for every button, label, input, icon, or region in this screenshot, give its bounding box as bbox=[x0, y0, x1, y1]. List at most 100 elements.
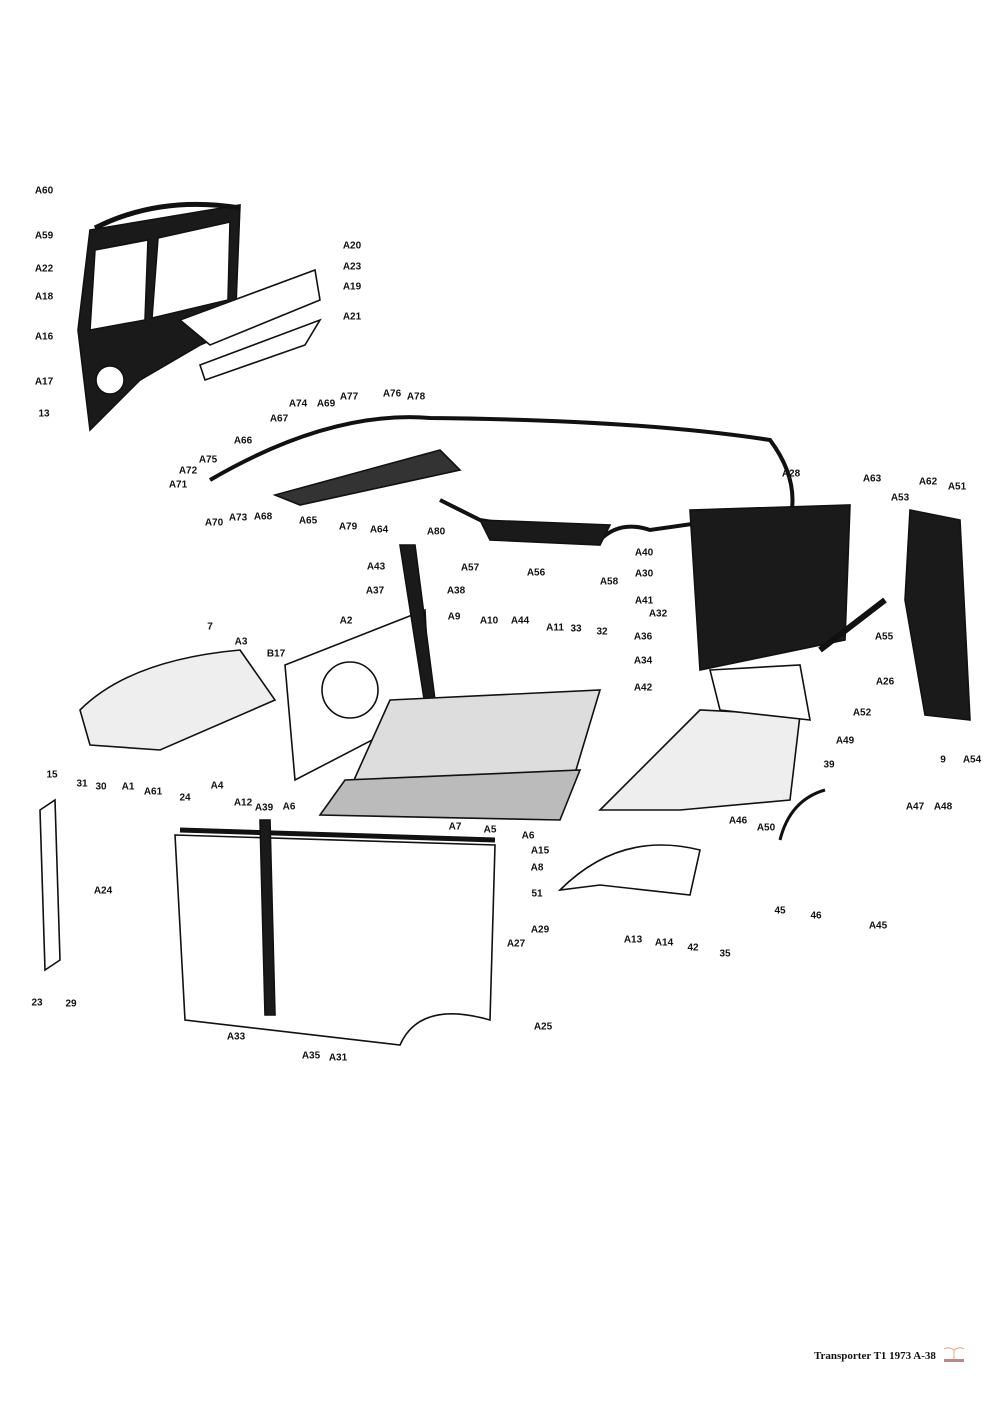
part-label: A1 bbox=[121, 781, 135, 793]
part-label: A30 bbox=[634, 568, 654, 580]
part-label: A48 bbox=[933, 801, 953, 813]
part-label: A36 bbox=[633, 631, 653, 643]
part-label: A42 bbox=[633, 682, 653, 694]
part-label: A2 bbox=[339, 615, 353, 627]
part-label: 23 bbox=[31, 997, 43, 1009]
roof-rear-strip bbox=[478, 519, 612, 546]
cab-floor-a1 bbox=[79, 649, 277, 751]
part-label: A12 bbox=[233, 797, 253, 809]
part-label: A25 bbox=[533, 1021, 553, 1033]
part-label: A71 bbox=[168, 479, 188, 491]
part-label: 39 bbox=[823, 759, 835, 771]
part-label: A21 bbox=[342, 311, 362, 323]
part-label: A53 bbox=[890, 492, 910, 504]
part-label: 13 bbox=[38, 408, 50, 420]
part-label: A80 bbox=[426, 526, 446, 538]
part-label: 32 bbox=[596, 626, 608, 638]
part-label: A23 bbox=[342, 261, 362, 273]
part-label: A37 bbox=[365, 585, 385, 597]
part-label: 45 bbox=[774, 905, 786, 917]
part-label: A77 bbox=[339, 391, 359, 403]
part-label: 9 bbox=[940, 754, 946, 766]
wheel-arch-a14 bbox=[557, 844, 701, 896]
part-label: A72 bbox=[178, 465, 198, 477]
part-label: A24 bbox=[93, 885, 113, 897]
part-label: A19 bbox=[342, 281, 362, 293]
part-label: A79 bbox=[338, 521, 358, 533]
part-label: A69 bbox=[316, 398, 336, 410]
roof-front-a60 bbox=[93, 201, 241, 231]
part-label: B17 bbox=[266, 648, 286, 660]
part-label: 35 bbox=[719, 948, 731, 960]
part-label: A57 bbox=[460, 562, 480, 574]
part-label: 30 bbox=[95, 781, 107, 793]
part-label: A49 bbox=[835, 735, 855, 747]
part-label: A18 bbox=[34, 291, 54, 303]
part-label: A14 bbox=[654, 937, 674, 949]
part-label: A58 bbox=[599, 576, 619, 588]
part-label: A65 bbox=[298, 515, 318, 527]
part-label: 33 bbox=[570, 623, 582, 635]
part-label: A78 bbox=[406, 391, 426, 403]
part-label: 31 bbox=[76, 778, 88, 790]
part-label: A73 bbox=[228, 512, 248, 524]
rear-sill-a63 bbox=[818, 597, 887, 653]
windshield-left bbox=[89, 239, 149, 331]
rear-floor-a50 bbox=[598, 709, 801, 811]
part-label: A32 bbox=[648, 608, 668, 620]
part-label: A5 bbox=[483, 824, 497, 836]
page-caption: Transporter T1 1973 A-38 bbox=[814, 1350, 936, 1362]
part-label: A29 bbox=[530, 924, 550, 936]
part-label: A9 bbox=[447, 611, 461, 623]
side-panel-a25 bbox=[174, 834, 496, 1046]
rear-panel-a28 bbox=[689, 504, 851, 671]
part-label: A16 bbox=[34, 331, 54, 343]
part-label: A75 bbox=[198, 454, 218, 466]
engine-lid-a49 bbox=[708, 664, 811, 721]
part-label: A10 bbox=[479, 615, 499, 627]
part-label: A59 bbox=[34, 230, 54, 242]
part-label: A13 bbox=[623, 934, 643, 946]
part-label: A33 bbox=[226, 1031, 246, 1043]
part-label: A28 bbox=[781, 468, 801, 480]
part-label: A22 bbox=[34, 263, 54, 275]
partition-hole bbox=[321, 661, 379, 719]
part-label: A4 bbox=[210, 780, 224, 792]
rear-arch-45 bbox=[778, 788, 826, 841]
part-label: A55 bbox=[874, 631, 894, 643]
front-side-a24 bbox=[39, 798, 61, 972]
part-label: A15 bbox=[530, 845, 550, 857]
part-label: A8 bbox=[530, 862, 544, 874]
headlight-a17 bbox=[95, 365, 125, 395]
dash-tray-a21 bbox=[198, 318, 322, 382]
part-label: 42 bbox=[687, 942, 699, 954]
roof-vent-a64 bbox=[272, 449, 462, 506]
part-label: A64 bbox=[369, 524, 389, 536]
pillar-a39 bbox=[259, 819, 276, 1016]
part-label: A68 bbox=[253, 511, 273, 523]
cargo-floor-a9 bbox=[318, 769, 582, 821]
side-rail-a8 bbox=[179, 827, 496, 843]
part-label: A27 bbox=[506, 938, 526, 950]
part-label: A51 bbox=[947, 481, 967, 493]
rear-corner-a51 bbox=[904, 509, 971, 721]
part-label: A34 bbox=[633, 655, 653, 667]
part-label: 46 bbox=[810, 910, 822, 922]
part-label: A26 bbox=[875, 676, 895, 688]
part-label: A56 bbox=[526, 567, 546, 579]
part-label: A61 bbox=[143, 786, 163, 798]
part-label: A46 bbox=[728, 815, 748, 827]
part-label: A31 bbox=[328, 1052, 348, 1064]
publisher-logo bbox=[943, 1347, 965, 1362]
part-label: A44 bbox=[510, 615, 530, 627]
part-label: A40 bbox=[634, 547, 654, 559]
part-label: A38 bbox=[446, 585, 466, 597]
part-label: A62 bbox=[918, 476, 938, 488]
part-label: A39 bbox=[254, 802, 274, 814]
part-label: A60 bbox=[34, 185, 54, 197]
part-label: A6 bbox=[521, 830, 535, 842]
part-label: 29 bbox=[65, 998, 77, 1010]
part-label: A7 bbox=[448, 821, 462, 833]
